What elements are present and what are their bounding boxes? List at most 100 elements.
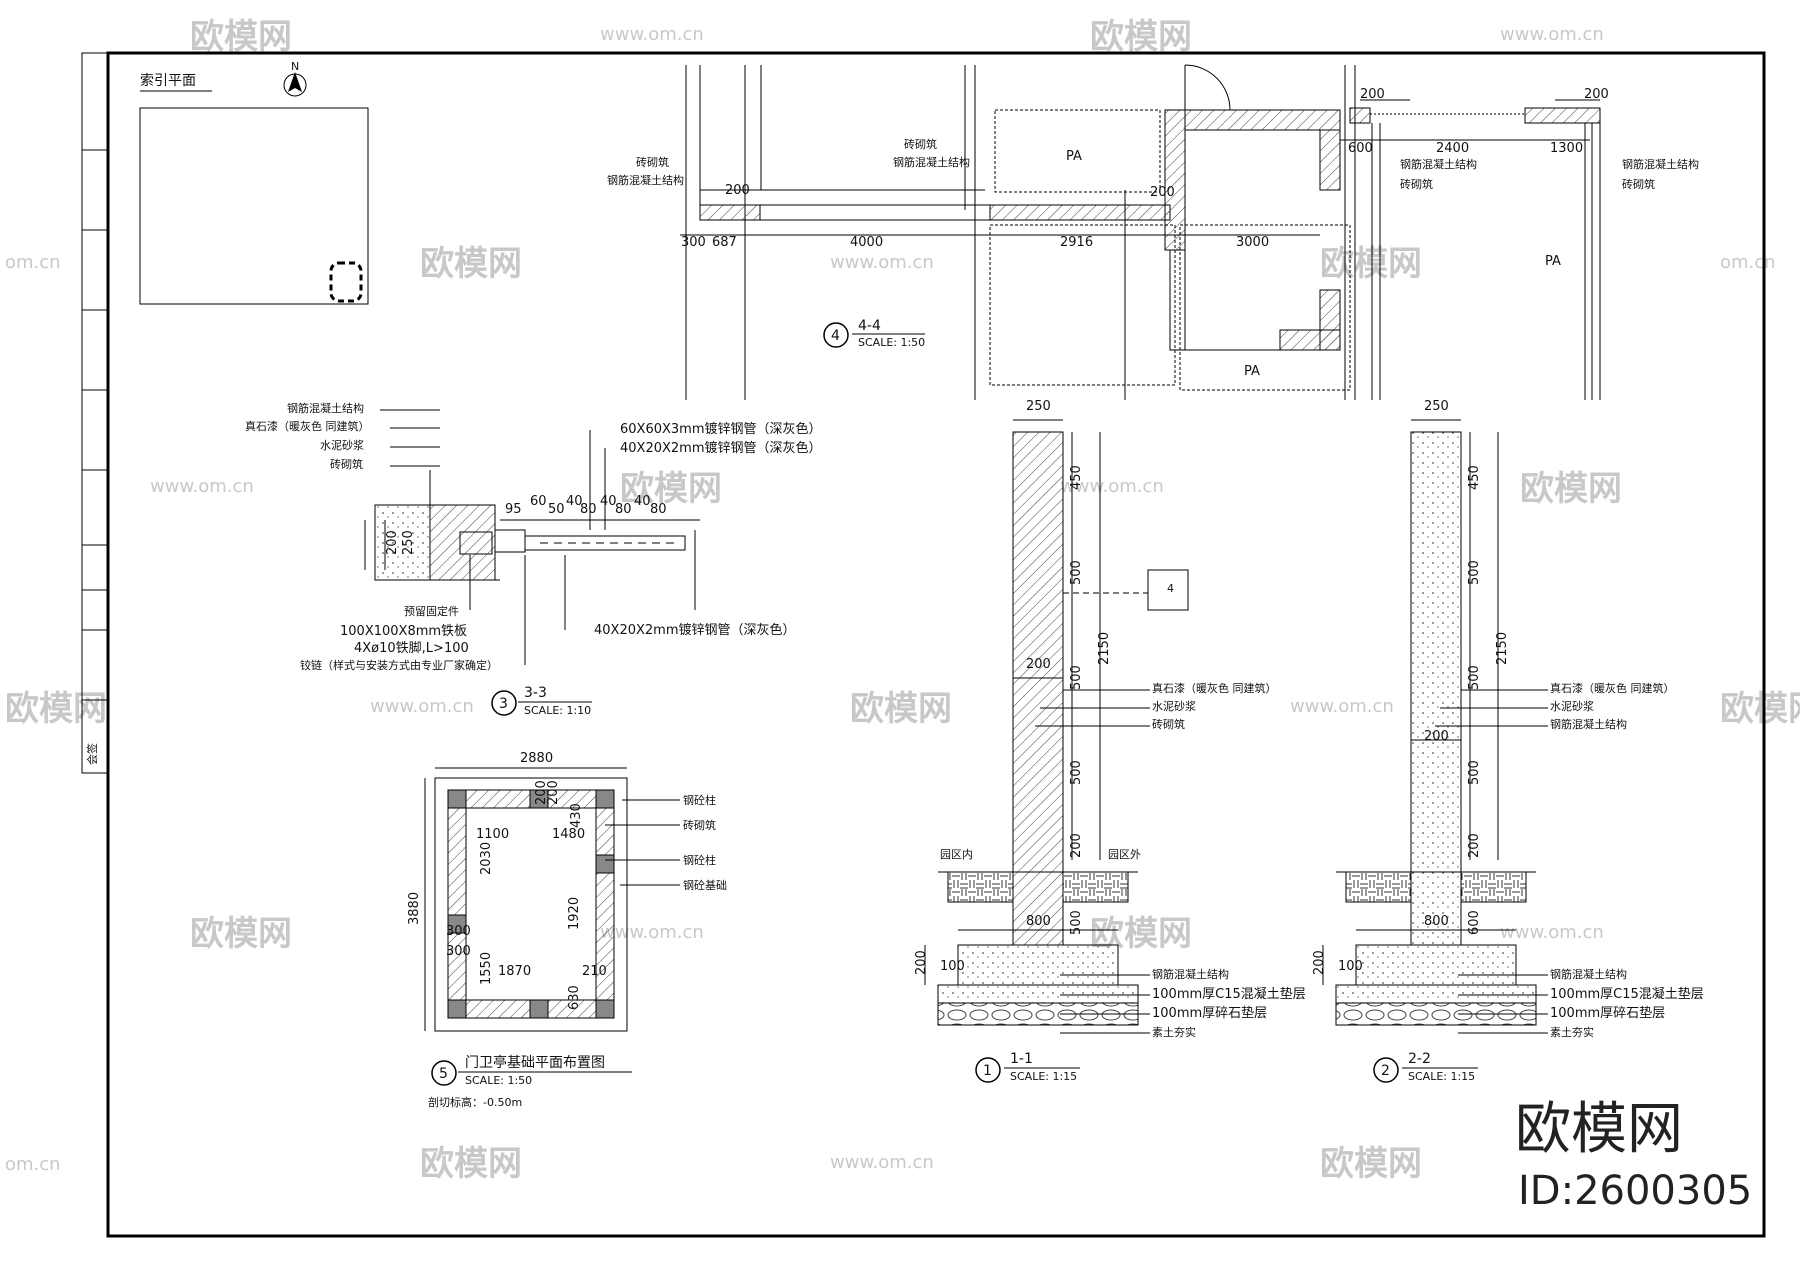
section-2-wall <box>1322 419 1548 1034</box>
watermark-url: www.om.cn <box>830 252 934 273</box>
dim-text: 630 <box>567 985 582 1010</box>
dim-text: 2150 <box>1097 632 1112 665</box>
note-text: 剖切标高：-0.50m <box>428 1095 522 1109</box>
dim-text: 80 <box>615 502 632 517</box>
north-arrow-icon <box>288 72 302 92</box>
dim-text: 450 <box>1069 465 1084 490</box>
dim-text: 60 <box>530 494 547 509</box>
annotation: 钢筋混凝土结构 <box>1400 157 1477 171</box>
watermark-text: 欧模网 <box>420 244 522 284</box>
dim-text: 1550 <box>479 952 494 985</box>
north-label: N <box>291 60 299 73</box>
annotation: 砖砌筑 <box>636 155 669 169</box>
watermark-text: 欧模网 <box>1320 244 1422 284</box>
detail-tag: 4 <box>1167 582 1174 595</box>
dim-text: 200 <box>725 183 750 198</box>
annotation: 100mm厚C15混凝土垫层 <box>1550 986 1704 1002</box>
watermark-url: www.om.cn <box>1500 24 1604 45</box>
dim-text: 600 <box>1467 910 1482 935</box>
annotation: 园区外 <box>1108 848 1141 861</box>
annotation: 钢筋混凝土结构 <box>893 155 970 169</box>
watermark-url: www.om.cn <box>600 24 704 45</box>
dim-text: 500 <box>1467 560 1482 585</box>
watermark-text: 欧模网 <box>1090 17 1192 57</box>
title-strip: 会签 <box>81 52 109 774</box>
annotation: 钢筋混凝土结构 <box>1152 967 1229 981</box>
watermark-text: 欧模网 <box>1520 469 1622 509</box>
dim-text: 100 <box>1338 959 1363 974</box>
dim-text: 40 <box>634 494 651 509</box>
annotation: 预留固定件 <box>404 604 459 618</box>
dim-text: 200 <box>534 780 549 805</box>
section-number: 4 <box>831 328 840 344</box>
annotation: 砖砌筑 <box>330 457 363 471</box>
dim-text: 200 <box>1424 729 1449 744</box>
dim-text: 2150 <box>1495 632 1510 665</box>
dim-text: 430 <box>569 803 584 828</box>
section-title: 门卫亭基础平面布置图 <box>465 1054 605 1071</box>
section-title: 4-4 <box>858 318 881 334</box>
annotation: 真石漆（暖灰色 同建筑） <box>245 419 370 433</box>
pa-label: PA <box>1244 364 1260 379</box>
section-5-plan <box>424 767 680 1032</box>
dim-text: 600 <box>1348 141 1373 156</box>
dim-text: 200 <box>1360 87 1385 102</box>
dim-text: 3000 <box>1236 235 1269 250</box>
section-1-text: 250 450 500 2150 500 500 200 200 800 500… <box>914 399 1306 1083</box>
annotation: 钢筋混凝土结构 <box>287 401 364 415</box>
dim-text: 250 <box>401 530 416 555</box>
annotation: 真石漆（暖灰色 同建筑） <box>1152 681 1277 695</box>
section-scale: SCALE: 1:10 <box>524 704 591 717</box>
annotation: 100mm厚碎石垫层 <box>1152 1005 1267 1021</box>
dim-text: 800 <box>1026 914 1051 929</box>
annotation: 钢砼柱 <box>683 853 716 867</box>
brand-logo-text: 欧模网 <box>1515 1097 1683 1162</box>
brand-logo: 欧模网 ID:2600305 <box>1515 1097 1752 1214</box>
dim-text: 80 <box>650 502 667 517</box>
dim-text: 200 <box>1312 950 1327 975</box>
annotation: 砖砌筑 <box>1152 717 1185 731</box>
watermark-text: 欧模网 <box>190 914 292 954</box>
dim-text: 687 <box>712 235 737 250</box>
index-plan: 索引平面 N <box>139 60 369 305</box>
dim-text: 200 <box>1467 833 1482 858</box>
section-5-text: 2880 3880 200 200 430 1100 1480 2030 192… <box>407 751 727 1109</box>
section-scale: SCALE: 1:15 <box>1408 1070 1475 1083</box>
dim-text: 200 <box>1150 185 1175 200</box>
dim-text: 200 <box>1026 657 1051 672</box>
dim-text: 450 <box>1467 465 1482 490</box>
annotation: 100X100X8mm铁板 <box>340 624 467 639</box>
dim-text: 1100 <box>476 827 509 842</box>
watermark-text: 欧模网 <box>420 1144 522 1184</box>
annotation: 钢筋混凝土结构 <box>607 173 684 187</box>
dim-text: 500 <box>1069 910 1084 935</box>
annotation: 园区内 <box>940 847 973 861</box>
section-3-text: 钢筋混凝土结构 真石漆（暖灰色 同建筑） 水泥砂浆 砖砌筑 60X60X3mm镀… <box>245 401 822 717</box>
annotation: 真石漆（暖灰色 同建筑） <box>1550 681 1675 695</box>
dim-text: 1480 <box>552 827 585 842</box>
dim-text: 200 <box>1584 87 1609 102</box>
annotation: 砖砌筑 <box>1622 177 1655 191</box>
annotation: 钢筋混凝土结构 <box>1622 157 1699 171</box>
annotation: 砖砌筑 <box>904 137 937 151</box>
dim-text: 800 <box>1424 914 1449 929</box>
section-title: 3-3 <box>524 685 547 701</box>
section-number: 5 <box>439 1066 448 1082</box>
annotation: 砖砌筑 <box>683 818 716 832</box>
section-4-plan <box>680 64 1601 400</box>
annotation: 素土夯实 <box>1550 1025 1594 1039</box>
dim-text: 500 <box>1069 665 1084 690</box>
section-number: 2 <box>1381 1063 1390 1079</box>
watermark-url: www.om.cn <box>150 476 254 497</box>
dim-text: 3880 <box>407 892 422 925</box>
annotation: 100mm厚C15混凝土垫层 <box>1152 986 1306 1002</box>
dim-text: 500 <box>1069 560 1084 585</box>
annotation: 钢砼柱 <box>683 793 716 807</box>
dim-text: 2400 <box>1436 141 1469 156</box>
annotation: 4Xø10铁脚,L>100 <box>354 640 469 656</box>
section-number: 3 <box>499 696 508 712</box>
index-plan-title: 索引平面 <box>140 72 196 89</box>
watermark-text: 欧模网 <box>620 469 722 509</box>
dim-text: 500 <box>1467 760 1482 785</box>
